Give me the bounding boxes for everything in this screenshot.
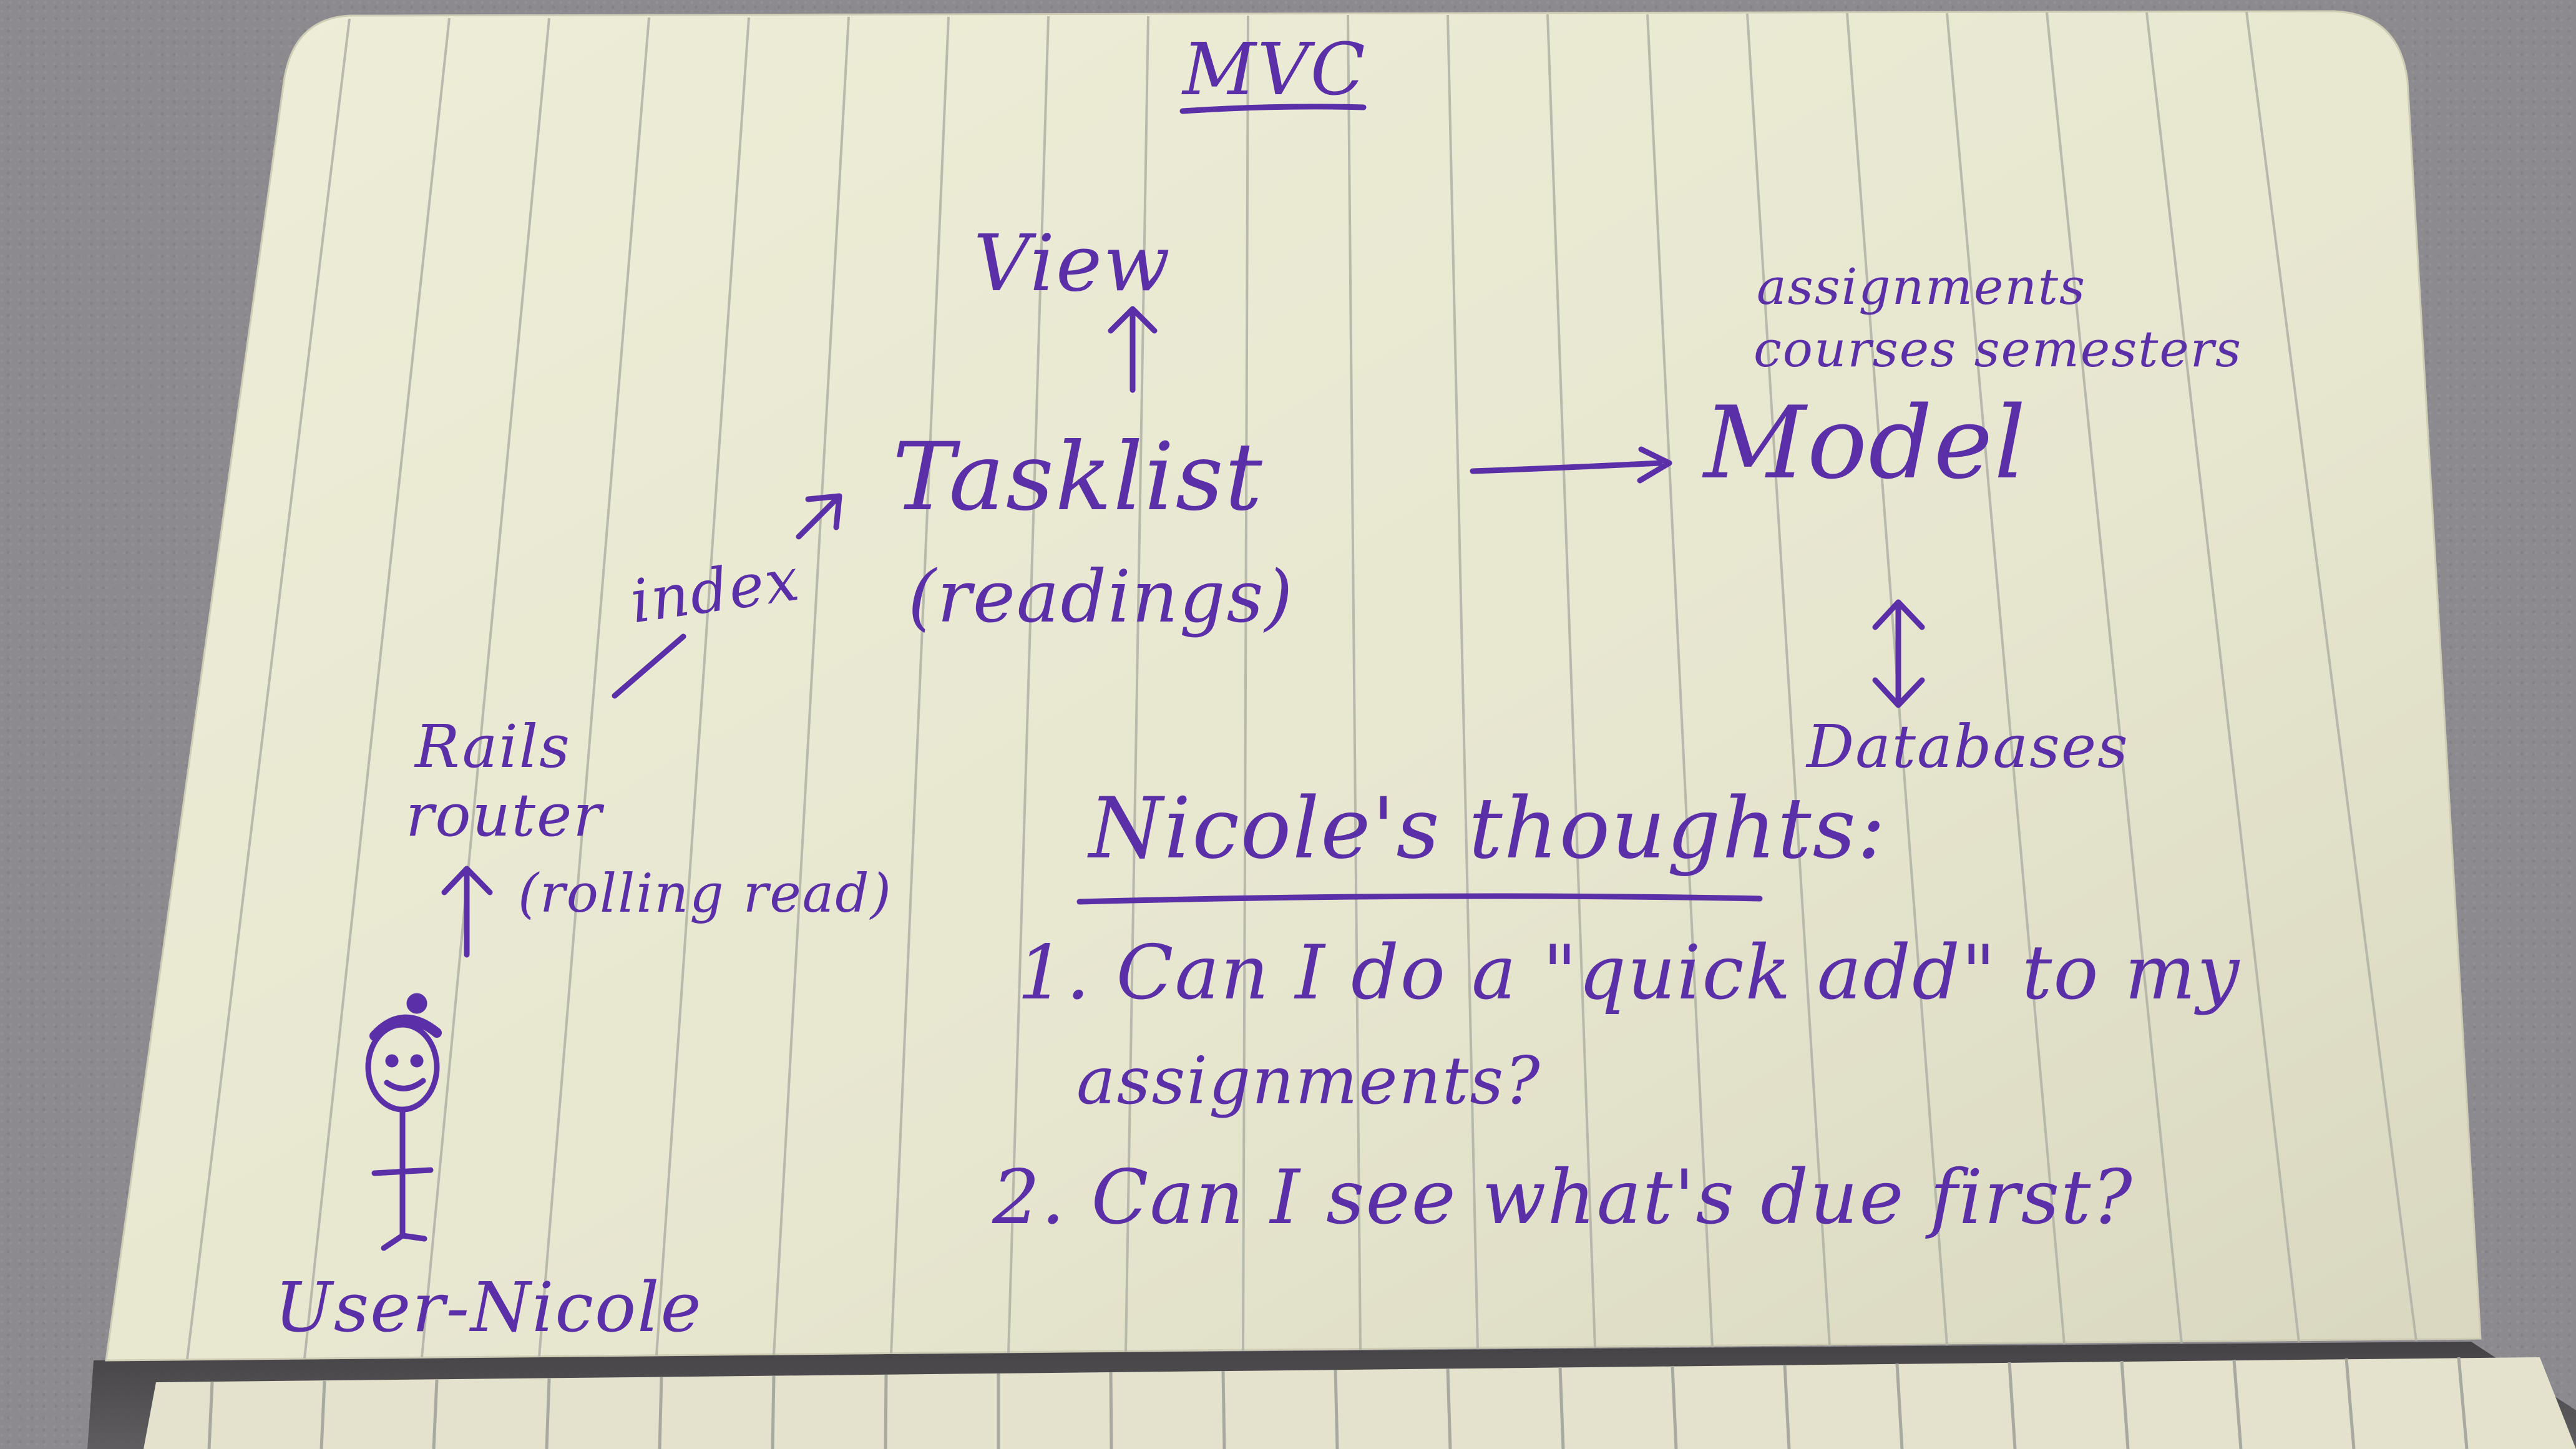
note-question-2: 2. Can I see what's due first? [992,1154,2134,1241]
view-label: View [973,218,1172,309]
note-question-1: 1. Can I do a "quick add" to my [1017,930,2241,1017]
request-label: (rolling read) [518,863,892,925]
next-page-edge [144,1357,2576,1449]
model-note-courses: courses semesters [1754,320,2243,378]
page-sheet [105,10,2482,1362]
databases-label: Databases [1807,713,2129,781]
next-page-rules [207,1357,2469,1449]
notes-underline [1076,893,1763,905]
tasklist-sub-label: (readings) [908,555,1294,639]
page-rules [186,11,2417,1360]
arrow-index-upper [796,493,842,540]
diagram-title: MVC [1183,28,1367,112]
title-underline [1179,104,1367,114]
user-stick-figure [365,993,442,1251]
arrow-index-lower [612,633,686,699]
user-label: User-Nicole [275,1267,703,1347]
tasklist-label: Tasklist [892,423,1264,532]
arrow-model-databases [1872,599,1925,708]
router-label-rails: Rails [415,713,571,781]
model-note-assignments: assignments [1757,258,2087,316]
arrow-to-view [1108,306,1158,393]
ink-strokes [441,104,1925,958]
router-label-router: router [406,781,603,850]
model-label: Model [1704,384,2027,501]
note-question-1-cont: assignments? [1076,1043,1541,1119]
arrow-user-to-router [441,866,493,958]
arrow-to-model [1470,446,1672,484]
notes-heading: Nicole's thoughts: [1089,779,1887,877]
